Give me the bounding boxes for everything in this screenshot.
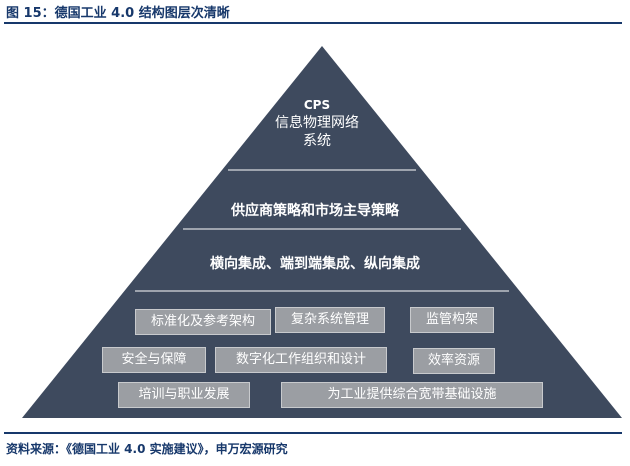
base-item-box: 为工业提供综合宽带基础设施	[281, 382, 543, 408]
figure-caption: 图 15：德国工业 4.0 结构图层次清晰	[6, 6, 230, 21]
base-item-box: 标准化及参考架构	[135, 309, 271, 335]
base-item-box: 安全与保障	[102, 347, 206, 373]
base-item-box: 培训与职业发展	[118, 382, 250, 408]
apex-line2-text: 信息物理网络	[275, 115, 359, 131]
base-item-box: 效率资源	[413, 348, 495, 374]
base-item-box: 监管构架	[410, 307, 494, 333]
pyramid-apex-label: CPS 信息物理网络 系统	[262, 96, 372, 150]
apex-line3-text: 系统	[303, 133, 331, 149]
bottom-rule	[4, 432, 622, 434]
base-item-box: 数字化工作组织和设计	[215, 347, 387, 373]
pyramid-layer3-label: 横向集成、端到端集成、纵向集成	[210, 256, 420, 272]
base-item-box: 复杂系统管理	[275, 307, 385, 333]
pyramid-layer2-label: 供应商策略和市场主导策略	[231, 203, 399, 219]
source-note: 资料来源：《德国工业 4.0 实施建议》，申万宏源研究	[6, 442, 288, 456]
top-rule	[4, 22, 622, 24]
apex-cps-text: CPS	[303, 98, 331, 112]
